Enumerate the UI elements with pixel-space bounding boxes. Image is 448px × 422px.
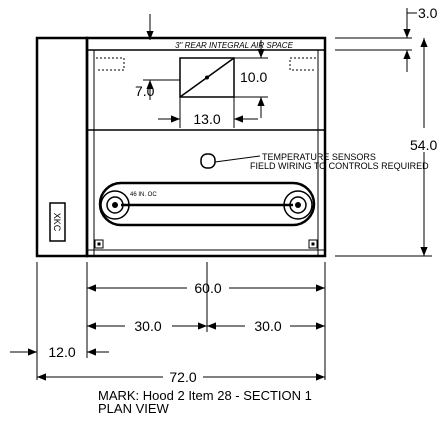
pipe-outline (98, 181, 316, 227)
caption: MARK: Hood 2 Item 28 - SECTION 1 PLAN VI… (98, 388, 312, 416)
depth-dimension: 54.0 (335, 38, 437, 257)
corner-marker-left (94, 239, 104, 249)
side-panel: XKC (35, 36, 89, 258)
spacing-label: 46 IN. OC (130, 192, 157, 198)
overall-width-dimension: 72.0 (37, 369, 325, 385)
air-space-dimension: 3.0 (335, 5, 438, 72)
nozzle-right-inner (289, 196, 307, 214)
depth-dimension-value: 54.0 (410, 137, 437, 153)
half-width-dimensions: 30.0 30.0 (87, 318, 325, 334)
air-space-dimension-value: 3.0 (418, 5, 438, 21)
nozzle-left-outer (100, 190, 130, 220)
offset-dimension: 7.0 (135, 83, 155, 99)
temperature-sensor: TEMPERATURE SENSORS FIELD WIRING TO CONT… (200, 152, 429, 171)
exhaust-opening: 7.0 10.0 13.0 (135, 14, 268, 128)
corner-marker-right (308, 239, 318, 249)
opening-width-dimension: 13.0 (193, 111, 220, 127)
sensor-icon (200, 153, 216, 169)
sensor-label-line2: FIELD WIRING TO CONTROLS REQUIRED (250, 161, 429, 171)
nozzle-left-inner (106, 196, 124, 214)
side-panel-logo-box (49, 202, 66, 242)
side-panel-dimension: 12.0 (10, 344, 109, 360)
nozzle-right-outer (283, 190, 313, 220)
right-half-value: 30.0 (254, 318, 281, 334)
extension-lines (36, 262, 326, 380)
sensor-leader (214, 155, 261, 163)
left-half-value: 30.0 (134, 318, 161, 334)
left-dashed-bracket (96, 57, 125, 71)
overall-width-value: 72.0 (169, 369, 196, 385)
opening-rect (179, 57, 235, 98)
sensor-label-line1: TEMPERATURE SENSORS (262, 152, 376, 162)
caption-line1: MARK: Hood 2 Item 28 - SECTION 1 (98, 388, 312, 403)
right-dashed-bracket (289, 57, 316, 71)
side-panel-value: 12.0 (48, 344, 75, 360)
caption-line2: PLAN VIEW (98, 401, 170, 416)
opening-height-dimension: 10.0 (240, 69, 267, 85)
hood-body: 3" REAR INTEGRAL AIR SPACE (85, 36, 327, 258)
hood-outline (85, 36, 327, 258)
hood-width-dimension: 60.0 (87, 280, 325, 296)
air-space-label: 3" REAR INTEGRAL AIR SPACE (175, 41, 294, 50)
hood-width-value: 60.0 (194, 280, 221, 296)
side-logo-text: XKC (52, 213, 62, 232)
pipe-assembly: 46 IN. OC (98, 181, 316, 227)
